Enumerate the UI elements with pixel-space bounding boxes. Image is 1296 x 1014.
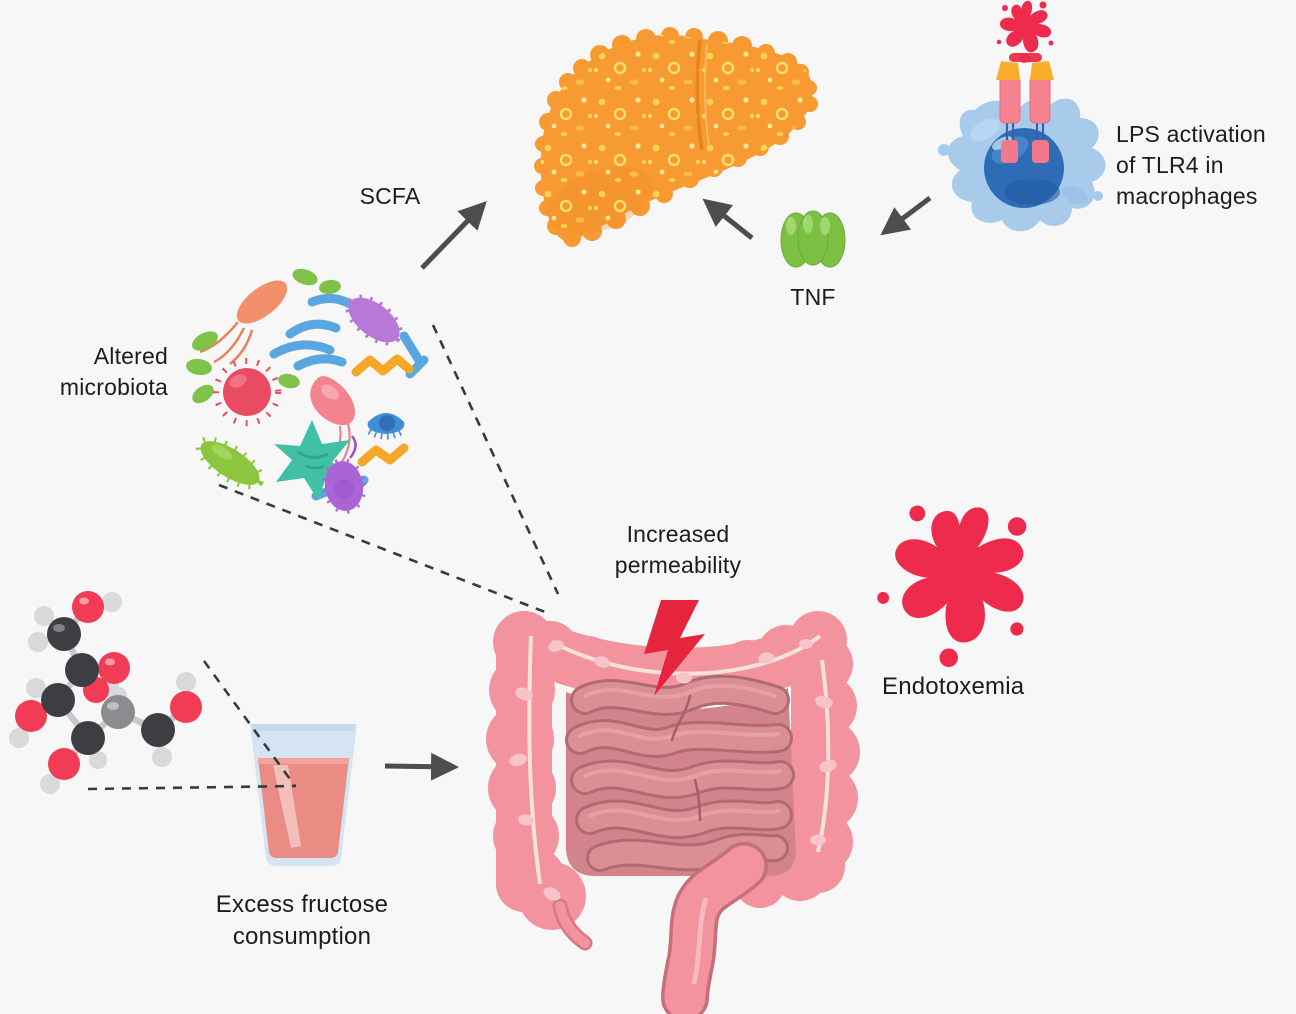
microbe-red-urchin-icon [213, 358, 281, 426]
altered-microbiota-label: Altered microbiota [59, 343, 168, 400]
callout-dashed-lines [87, 324, 560, 791]
microbe-jellyfish-icon [367, 413, 405, 440]
arrow-scfa-to-liver [420, 200, 487, 270]
excess-fructose-label: Excess fructose consumption [215, 891, 389, 950]
microbe-green-rod-icon [195, 436, 265, 490]
fructose-molecule-icon [9, 591, 202, 794]
intestine-icon [486, 611, 860, 1014]
microbiota-cluster-icon [186, 268, 429, 514]
microbe-green-beans-icon [186, 268, 341, 404]
tlr4-receptor-icon [996, 53, 1054, 163]
microbe-teal-star-icon [274, 420, 352, 500]
arrow-macrophage-to-tnf [880, 196, 932, 236]
taenia-coli-lines [527, 634, 831, 885]
dashed-line-molecule-diagonal [202, 660, 297, 787]
arrow-tnf-to-liver [702, 198, 754, 240]
fatty-liver-icon [534, 27, 818, 247]
scfa-label: SCFA [359, 183, 421, 209]
lightning-bolt-icon [644, 600, 705, 696]
appendix [552, 898, 593, 951]
tnf-trimer-icon [780, 210, 846, 268]
microbe-orange-worm-icon [357, 443, 409, 467]
lps-activation-label: LPS activation of TLR4 in macrophages [1116, 121, 1266, 209]
microbe-purple-oval-icon [321, 435, 367, 514]
arrow-glass-to-intestine [384, 752, 459, 781]
endotoxemia-label: Endotoxemia [882, 673, 1025, 700]
dashed-line-molecule-horizontal [87, 784, 297, 791]
flow-arrows [384, 196, 932, 781]
dashed-line-microbiota-upper [431, 324, 560, 595]
microbe-purple-blob-icon [345, 294, 403, 346]
rectum [661, 842, 768, 1014]
microbe-orange-zigzag-icon [351, 354, 414, 377]
increased-permeability-label: Increased permeability [614, 521, 742, 578]
lps-splat-icon [996, 0, 1054, 63]
dashed-line-microbiota-lower [218, 483, 546, 614]
macrophage-icon [938, 0, 1106, 232]
colon-spots [509, 639, 837, 901]
microbe-flagellate-icon [199, 280, 288, 365]
endotoxemia-splat-icon [866, 490, 1047, 681]
small-intestine-coils [565, 674, 796, 876]
tnf-label: TNF [790, 284, 836, 310]
